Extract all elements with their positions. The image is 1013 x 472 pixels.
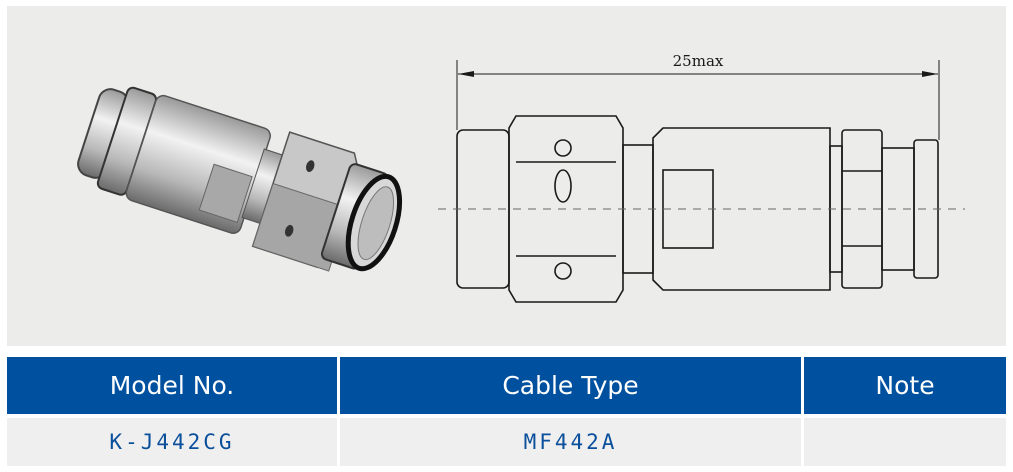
connector-technical-drawing: 25max xyxy=(438,52,965,303)
cell-model-no: K-J442CG xyxy=(7,418,337,466)
table-header-row: Model No. Cable Type Note xyxy=(7,357,1006,414)
cell-cable-type: MF442A xyxy=(340,418,801,466)
header-note: Note xyxy=(804,357,1006,414)
connector-3d-image xyxy=(77,86,403,272)
header-model-no: Model No. xyxy=(7,357,337,414)
table-row: K-J442CG MF442A xyxy=(7,418,1006,466)
header-cable-type: Cable Type xyxy=(340,357,801,414)
dimension-label: 25max xyxy=(673,52,724,70)
cell-note xyxy=(804,418,1006,466)
